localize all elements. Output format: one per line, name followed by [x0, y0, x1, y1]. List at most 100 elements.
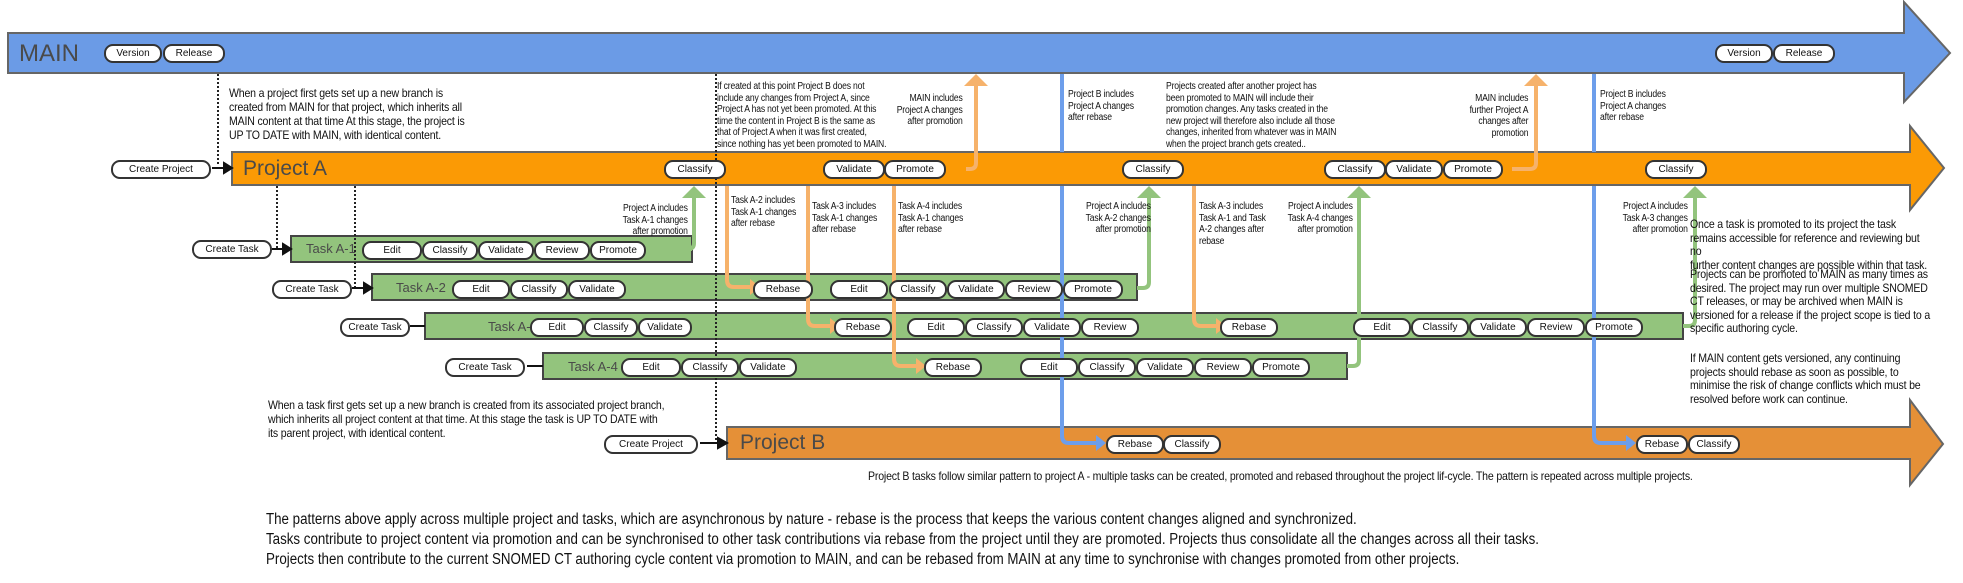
create-project-a-button[interactable]: Create Project	[111, 160, 211, 179]
task-a3-edit-button-2[interactable]: Edit	[907, 318, 965, 337]
note-projects-after-promotion: Projects created after another project h…	[1166, 81, 1337, 150]
arrowhead	[1347, 186, 1371, 198]
task-a3-classify-button[interactable]: Classify	[584, 318, 638, 337]
note-project-setup: When a project first gets set up a new b…	[229, 86, 465, 142]
arrowhead	[916, 358, 926, 374]
task-a2-validate-button[interactable]: Validate	[568, 280, 626, 299]
task-a3-review-button-2[interactable]: Review	[1527, 318, 1585, 337]
project-a-classify-button-3[interactable]: Classify	[1324, 160, 1386, 179]
main-version-button-2[interactable]: Version	[1715, 44, 1773, 63]
task-a3-rebase-button-2[interactable]: Rebase	[1220, 318, 1278, 337]
task-a1-promote-button[interactable]: Promote	[590, 241, 646, 260]
note-b-includes-a-2: Project B includes Project A changes aft…	[1600, 89, 1666, 123]
arrowhead	[1096, 435, 1106, 451]
project-b-classify-button-2[interactable]: Classify	[1688, 435, 1740, 454]
main-lane	[7, 0, 1952, 105]
note-project-b-created: If created at this point Project B does …	[717, 81, 887, 150]
task-a3-validate-button[interactable]: Validate	[638, 318, 692, 337]
project-b-classify-button[interactable]: Classify	[1163, 435, 1221, 454]
task-a2-validate-button-2[interactable]: Validate	[947, 280, 1005, 299]
task-a1-title: Task A-1	[306, 241, 356, 256]
task-a3-edit-button-3[interactable]: Edit	[1353, 318, 1411, 337]
task-a1-review-button[interactable]: Review	[534, 241, 590, 260]
note-task-promoted: Once a task is promoted to its project t…	[1690, 217, 1928, 272]
project-a-promote-button-2[interactable]: Promote	[1443, 160, 1503, 179]
project-promote-arrows	[966, 84, 1538, 171]
project-b-lane	[726, 397, 1945, 488]
arrowhead	[682, 186, 706, 198]
task-a3-validate-button-2[interactable]: Validate	[1023, 318, 1081, 337]
task-a1-classify-button[interactable]: Classify	[422, 241, 478, 260]
task-rebase-arrows	[725, 186, 1218, 368]
task-a3-review-button[interactable]: Review	[1081, 318, 1139, 337]
task-a1-edit-button[interactable]: Edit	[362, 241, 422, 260]
task-a2-rebase-button[interactable]: Rebase	[753, 280, 813, 299]
note-task-setup: When a task first gets set up a new bran…	[268, 398, 665, 440]
note-projects-promoted: Projects can be promoted to MAIN as many…	[1690, 267, 1931, 335]
task-a3-promote-button[interactable]: Promote	[1585, 318, 1643, 337]
task-a4-rebase-button[interactable]: Rebase	[924, 358, 982, 377]
create-connectors	[212, 161, 730, 450]
summary: The patterns above apply across multiple…	[266, 510, 1539, 570]
project-a-classify-button-2[interactable]: Classify	[1122, 160, 1184, 179]
task-a2-edit-button-2[interactable]: Edit	[830, 280, 888, 299]
note-a-includes-a3: Project A includes Task A-3 changes afte…	[1622, 201, 1688, 235]
project-a-classify-button[interactable]: Classify	[664, 160, 726, 179]
project-a-validate-button-2[interactable]: Validate	[1385, 160, 1443, 179]
task-a4-validate-button[interactable]: Validate	[739, 358, 797, 377]
task-a2-classify-button-2[interactable]: Classify	[889, 280, 947, 299]
task-a3-classify-button-2[interactable]: Classify	[965, 318, 1023, 337]
note-main-versioned: If MAIN content gets versioned, any cont…	[1690, 351, 1921, 406]
arrowhead	[1626, 435, 1636, 451]
create-task-a3-button[interactable]: Create Task	[340, 318, 410, 337]
task-a4-classify-button[interactable]: Classify	[681, 358, 739, 377]
create-task-a4-button[interactable]: Create Task	[445, 358, 525, 377]
summary-line: The patterns above apply across multiple…	[266, 511, 1357, 528]
project-a-lane	[231, 123, 1946, 213]
task-a4-review-button[interactable]: Review	[1194, 358, 1252, 377]
arrowhead	[1683, 186, 1707, 198]
note-a3-includes-a1: Task A-3 includes Task A-1 changes after…	[812, 201, 878, 235]
summary-line: Projects then contribute to the current …	[266, 551, 1460, 568]
note-a2-includes-a1: Task A-2 includes Task A-1 changes after…	[731, 195, 797, 229]
project-b-rebase-button-2[interactable]: Rebase	[1636, 435, 1688, 454]
project-a-title: Project A	[243, 157, 328, 180]
creation-lines	[217, 74, 717, 440]
note-project-b-tasks: Project B tasks follow similar pattern t…	[868, 469, 1693, 483]
project-b-title: Project B	[740, 431, 826, 454]
create-task-a2-button[interactable]: Create Task	[272, 280, 352, 299]
task-a2-edit-button[interactable]: Edit	[452, 280, 510, 299]
main-release-button[interactable]: Release	[163, 44, 225, 63]
main-lane-title: MAIN	[19, 40, 79, 67]
task-a2-promote-button[interactable]: Promote	[1063, 280, 1123, 299]
task-a3-title: Task A-3	[488, 319, 538, 334]
task-a4-validate-button-2[interactable]: Validate	[1136, 358, 1194, 377]
task-a3-rebase-button[interactable]: Rebase	[834, 318, 892, 337]
project-b-rebase-button[interactable]: Rebase	[1106, 435, 1164, 454]
task-promote-arrows	[687, 196, 1697, 368]
task-a3-classify-button-3[interactable]: Classify	[1411, 318, 1469, 337]
project-a-validate-button[interactable]: Validate	[823, 160, 885, 179]
task-a4-edit-button[interactable]: Edit	[621, 358, 681, 377]
note-b-includes-a-1: Project B includes Project A changes aft…	[1068, 89, 1134, 123]
project-a-classify-button-4[interactable]: Classify	[1645, 160, 1707, 179]
task-a3-validate-button-3[interactable]: Validate	[1469, 318, 1527, 337]
create-project-b-button[interactable]: Create Project	[604, 435, 698, 454]
arrowhead	[1137, 186, 1161, 198]
task-a2-classify-button[interactable]: Classify	[510, 280, 568, 299]
task-a4-edit-button-2[interactable]: Edit	[1020, 358, 1078, 377]
note-main-includes-a: MAIN includes Project A changes after pr…	[897, 93, 963, 127]
note-a4-includes-a1: Task A-4 includes Task A-1 changes after…	[898, 201, 964, 235]
main-rebase-arrows	[1060, 74, 1628, 445]
summary-line: Tasks contribute to project content via …	[266, 531, 1539, 548]
note-main-includes-further: MAIN includes further Project A changes …	[1469, 93, 1528, 139]
task-a4-promote-button[interactable]: Promote	[1252, 358, 1310, 377]
main-release-button-2[interactable]: Release	[1773, 44, 1835, 63]
create-task-a1-button[interactable]: Create Task	[192, 240, 272, 259]
task-a1-validate-button[interactable]: Validate	[478, 241, 534, 260]
task-a4-classify-button-2[interactable]: Classify	[1078, 358, 1136, 377]
main-version-button[interactable]: Version	[104, 44, 162, 63]
task-a2-review-button[interactable]: Review	[1005, 280, 1063, 299]
project-a-promote-button[interactable]: Promote	[884, 160, 946, 179]
task-a3-edit-button[interactable]: Edit	[530, 318, 584, 337]
